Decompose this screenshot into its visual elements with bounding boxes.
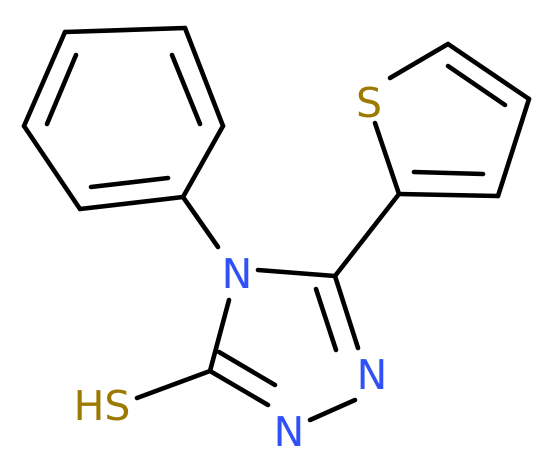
atom-label-n2: N [274, 408, 305, 456]
bond-ph-inner-2 [44, 52, 79, 127]
bond-ph-6 [77, 194, 186, 212]
bond-ph-5 [21, 123, 83, 212]
bond-th-c5-s [387, 41, 451, 81]
bond-ph-inner-3 [88, 175, 171, 190]
atom-label-n4: N [222, 250, 253, 298]
bond-ph-n4 [180, 194, 221, 250]
bond-th-c2-c3-double [411, 169, 486, 177]
bond-c3-sh [134, 368, 213, 401]
bond-ph-4 [21, 29, 68, 129]
bond-th-c3-c4 [495, 96, 532, 199]
bond-ph-3 [62, 25, 188, 35]
thiophene-ring [372, 41, 532, 199]
bond-n4-c5 [255, 267, 338, 279]
phenyl-ring [21, 25, 226, 212]
bond-th-c4-c5-double [445, 63, 508, 108]
bond-n1-n2 [307, 397, 358, 423]
atom-label-n1: N [357, 351, 388, 399]
bond-th-c4-c5 [445, 41, 532, 102]
triazole-ring [207, 267, 361, 423]
bond-th-c2-c3 [396, 191, 501, 199]
bond-th-s-c2 [372, 120, 402, 197]
bond-c5-n1 [332, 273, 361, 351]
bond-n2-c3-double [216, 349, 278, 388]
atom-label-s-thiophene: S [356, 79, 382, 127]
bond-ph-inner-1 [169, 52, 203, 127]
bond-c5-n1-double [313, 286, 339, 353]
bond-c5-thiophene [332, 191, 402, 279]
bond-ph-1 [180, 123, 226, 200]
bond-n2-c3 [207, 368, 271, 408]
atom-label-sh: HS [74, 382, 131, 430]
bond-c3-n4 [207, 297, 232, 374]
bond-ph-2 [182, 25, 226, 129]
